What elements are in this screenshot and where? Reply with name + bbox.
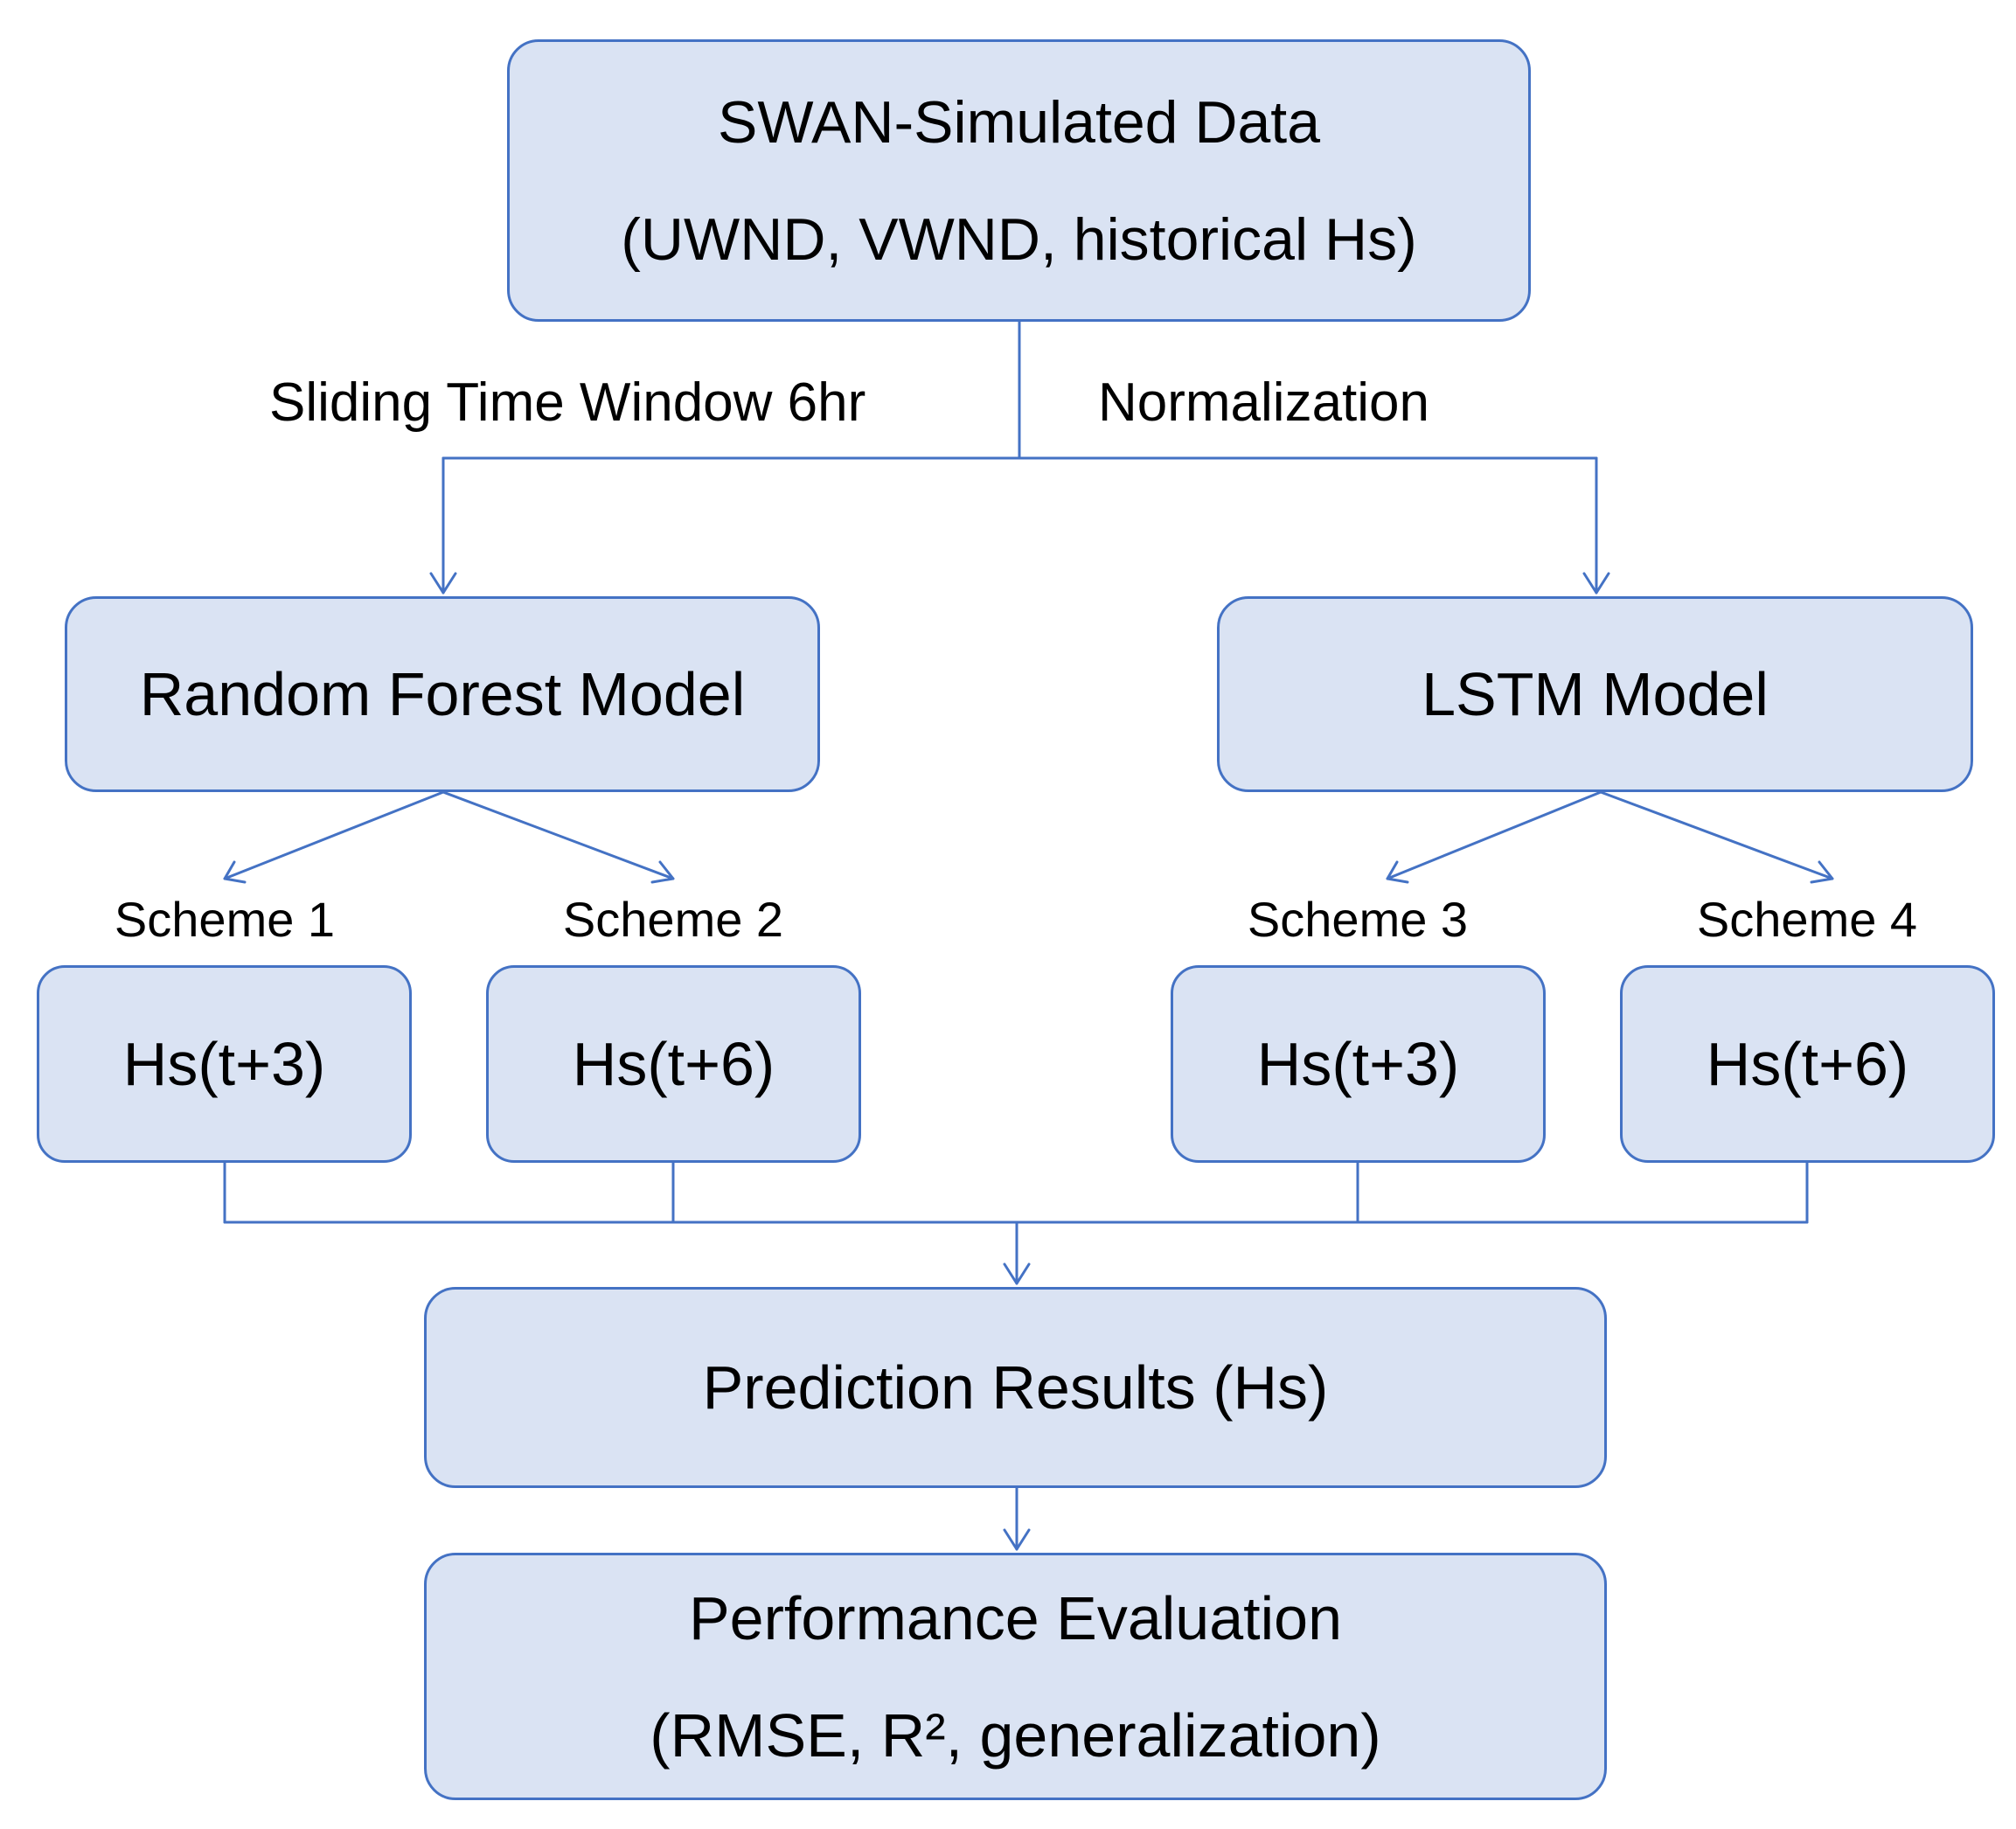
swan-node-variables: (UWND, VWND, historical Hs)	[621, 205, 1417, 273]
scheme-3-output-node: Hs(t+3)	[1171, 965, 1546, 1163]
random-forest-model-node: Random Forest Model	[65, 596, 820, 792]
scheme-4-output-label: Hs(t+6)	[1706, 1030, 1909, 1098]
split-to-lstm-arrowhead	[1582, 572, 1610, 595]
random-forest-model-label: Random Forest Model	[139, 660, 746, 728]
prediction-to-evaluation-arrowhead	[1003, 1528, 1031, 1551]
performance-evaluation-node: Performance Evaluation (RMSE, R², genera…	[424, 1553, 1607, 1800]
scheme-2-label: Scheme 2	[562, 892, 784, 947]
performance-evaluation-metrics: (RMSE, R², generalization)	[650, 1700, 1381, 1770]
scheme-4-output-node: Hs(t+6)	[1620, 965, 1995, 1163]
scheme-1-output-label: Hs(t+3)	[122, 1030, 326, 1098]
scheme-2-output-node: Hs(t+6)	[486, 965, 861, 1163]
scheme-3-output-label: Hs(t+3)	[1256, 1030, 1460, 1098]
lstm-to-scheme4-arrowhead	[1810, 860, 1834, 884]
rf-to-scheme2-arrowhead	[650, 860, 675, 884]
swan-simulated-data-node: SWAN-Simulated Data (UWND, VWND, histori…	[507, 39, 1531, 322]
scheme-2-output-label: Hs(t+6)	[572, 1030, 775, 1098]
rf-to-scheme1-line	[223, 790, 445, 880]
scheme-3-label: Scheme 3	[1247, 892, 1469, 947]
scheme-1-label: Scheme 1	[114, 892, 336, 947]
rf-to-scheme1-arrowhead	[223, 860, 247, 884]
prediction-results-label: Prediction Results (Hs)	[702, 1353, 1329, 1422]
lstm-to-scheme3-arrowhead	[1386, 860, 1409, 884]
performance-evaluation-title: Performance Evaluation	[688, 1583, 1343, 1652]
sliding-time-window-label: Sliding Time Window 6hr	[269, 372, 866, 433]
lstm-to-scheme3-line	[1386, 790, 1602, 880]
prediction-results-node: Prediction Results (Hs)	[424, 1287, 1607, 1488]
split-to-random-forest-arrowhead	[429, 572, 457, 595]
lstm-to-scheme4-line	[1599, 790, 1834, 880]
swan-node-title: SWAN-Simulated Data	[717, 88, 1321, 156]
lstm-model-node: LSTM Model	[1217, 596, 1973, 792]
merge-to-prediction-arrowhead	[1003, 1262, 1031, 1285]
normalization-label: Normalization	[1098, 372, 1430, 433]
rf-to-scheme2-line	[441, 790, 675, 880]
scheme-1-output-node: Hs(t+3)	[37, 965, 412, 1163]
lstm-model-label: LSTM Model	[1422, 660, 1769, 728]
scheme-4-label: Scheme 4	[1696, 892, 1918, 947]
